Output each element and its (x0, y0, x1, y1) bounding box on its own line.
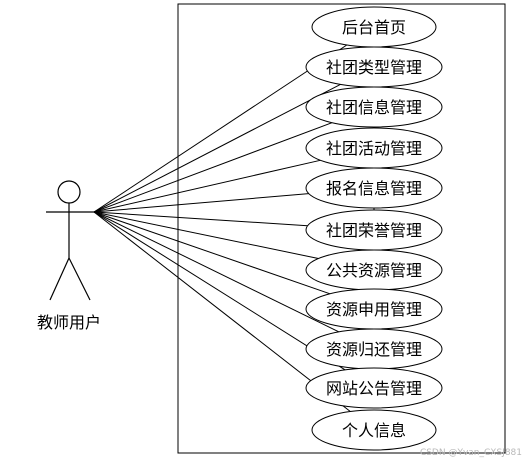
association-line (93, 211, 319, 259)
use-case-label: 社团类型管理 (326, 58, 422, 77)
use-case-label: 社团活动管理 (326, 139, 422, 158)
associations (93, 44, 351, 412)
use-case-ellipse (311, 409, 437, 451)
use-case: 网站公告管理 (305, 367, 443, 409)
use-case-label: 社团信息管理 (326, 98, 422, 117)
use-case: 资源归还管理 (305, 328, 443, 370)
use-case: 社团类型管理 (305, 46, 443, 88)
system-boundary (177, 3, 506, 454)
actor-left-leg (49, 257, 70, 301)
use-case: 公共资源管理 (305, 249, 443, 291)
association-line (93, 193, 309, 213)
use-case: 资源申用管理 (305, 288, 443, 330)
use-case-label: 资源申用管理 (326, 300, 422, 319)
use-case-ellipse (305, 167, 443, 209)
association-line (93, 159, 321, 213)
use-case-label: 公共资源管理 (326, 261, 422, 280)
use-case-ellipse (305, 367, 443, 409)
use-case: 社团荣誉管理 (305, 209, 443, 251)
association-line (93, 211, 346, 371)
use-case: 社团信息管理 (305, 86, 443, 128)
association-line (93, 211, 351, 412)
association-line (93, 83, 341, 213)
association-line (93, 211, 340, 333)
use-case: 社团活动管理 (305, 127, 443, 169)
actor (46, 180, 94, 301)
use-cases: 后台首页 社团类型管理 社团信息管理 社团活动管理 报名信息管理 社团荣誉管理 … (305, 6, 443, 451)
use-case: 后台首页 (311, 6, 437, 48)
use-case-label: 后台首页 (342, 18, 406, 37)
use-case-label: 报名信息管理 (326, 179, 422, 198)
association-line (93, 122, 333, 213)
use-case: 个人信息 (311, 409, 437, 451)
association-line (93, 211, 331, 295)
use-case: 报名信息管理 (305, 167, 443, 209)
use-case-label: 资源归还管理 (326, 340, 422, 359)
use-case-label: 网站公告管理 (326, 379, 422, 398)
use-case-label: 社团荣誉管理 (326, 221, 422, 240)
actor-right-leg (68, 257, 91, 301)
actor-head (57, 180, 81, 204)
use-case-label: 个人信息 (342, 421, 406, 440)
actor-label: 教师用户 (37, 313, 101, 332)
watermark: CSDN @Yvan_CXSJ881 (420, 448, 522, 458)
association-line (93, 44, 348, 213)
association-line (93, 211, 308, 227)
use-case-ellipse (305, 86, 443, 128)
